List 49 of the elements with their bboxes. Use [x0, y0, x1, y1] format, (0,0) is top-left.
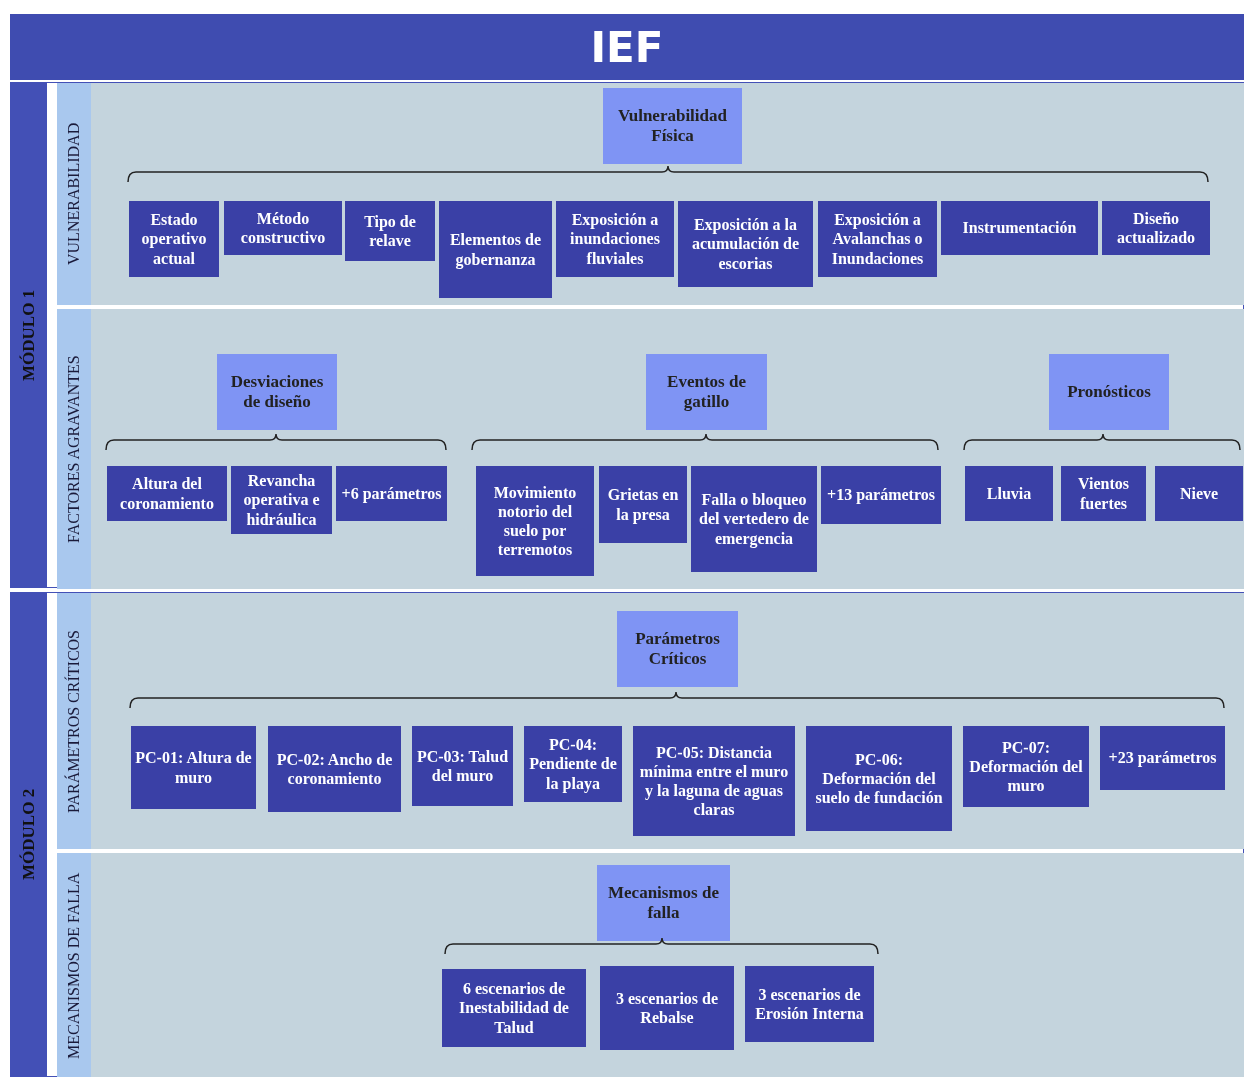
- parameter-box: Tipo de relave: [345, 201, 435, 261]
- parameter-box: Altura del coronamiento: [107, 466, 227, 521]
- parameter-box: PC-03: Talud del muro: [412, 726, 513, 806]
- parameter-box: Estado operativo actual: [129, 201, 219, 277]
- parameter-box: +13 parámetros: [821, 466, 941, 524]
- parameter-box: Exposición a inundaciones fluviales: [556, 201, 674, 277]
- title-banner: IEF: [10, 14, 1244, 80]
- parameter-box: Revancha operativa e hidráulica: [231, 466, 332, 534]
- parameter-box: Nieve: [1155, 466, 1243, 521]
- category-header: Pronósticos: [1049, 354, 1169, 430]
- parameter-box: PC-07: Deformación del muro: [963, 726, 1089, 807]
- category-header: Desviaciones de diseño: [217, 354, 337, 430]
- parameter-box: Lluvia: [965, 466, 1053, 521]
- category-header: Vulnerabilidad Física: [603, 88, 742, 164]
- parameter-box: Movimiento notorio del suelo por terremotos: [476, 466, 594, 576]
- parameter-box: Elementos de gobernanza: [439, 201, 552, 298]
- parameter-box: Diseño actualizado: [1102, 201, 1210, 255]
- parameter-box: Grietas en la presa: [599, 466, 687, 543]
- parameter-box: PC-04: Pendiente de la playa: [524, 726, 622, 802]
- module-band: [10, 592, 1244, 1077]
- parameter-box: Exposición a la acumulación de escorias: [678, 201, 813, 287]
- category-header: Eventos de gatillo: [646, 354, 767, 430]
- category-header: Parámetros Críticos: [617, 611, 738, 687]
- section-label: FACTORES AGRAVANTES: [57, 309, 91, 589]
- parameter-box: PC-02: Ancho de coronamiento: [268, 726, 401, 812]
- parameter-box: PC-01: Altura de muro: [131, 726, 256, 809]
- parameter-box: 3 escenarios de Erosión Interna: [745, 966, 874, 1042]
- category-header: Mecanismos de falla: [597, 865, 730, 941]
- parameter-box: +6 parámetros: [336, 466, 447, 521]
- section-panel: [57, 593, 1244, 849]
- module-band: [10, 82, 1244, 588]
- module-label: MÓDULO 2: [11, 593, 47, 1076]
- parameter-box: Falla o bloqueo del vertedero de emergencia: [691, 466, 817, 572]
- parameter-box: Exposición a Avalanchas o Inundaciones: [818, 201, 937, 277]
- section-label: VULNERABILIDAD: [57, 83, 91, 305]
- parameter-box: PC-06: Deformación del suelo de fundación: [806, 726, 952, 831]
- parameter-box: 3 escenarios de Rebalse: [600, 966, 734, 1050]
- parameter-box: +23 parámetros: [1100, 726, 1225, 790]
- section-panel: [57, 853, 1244, 1077]
- parameter-box: PC-05: Distancia mínima entre el muro y la laguna de aguas claras: [633, 726, 795, 836]
- parameter-box: Vientos fuertes: [1061, 466, 1146, 521]
- module-label: MÓDULO 1: [11, 83, 47, 587]
- parameter-box: 6 escenarios de Inestabilidad de Talud: [442, 969, 586, 1047]
- section-label: MECANISMOS DE FALLA: [57, 853, 91, 1077]
- parameter-box: Método constructivo: [224, 201, 342, 255]
- parameter-box: Instrumentación: [941, 201, 1098, 255]
- section-panel: [57, 309, 1244, 589]
- section-label: PARÁMETROS CRÍTICOS: [57, 593, 91, 849]
- section-panel: [57, 83, 1244, 305]
